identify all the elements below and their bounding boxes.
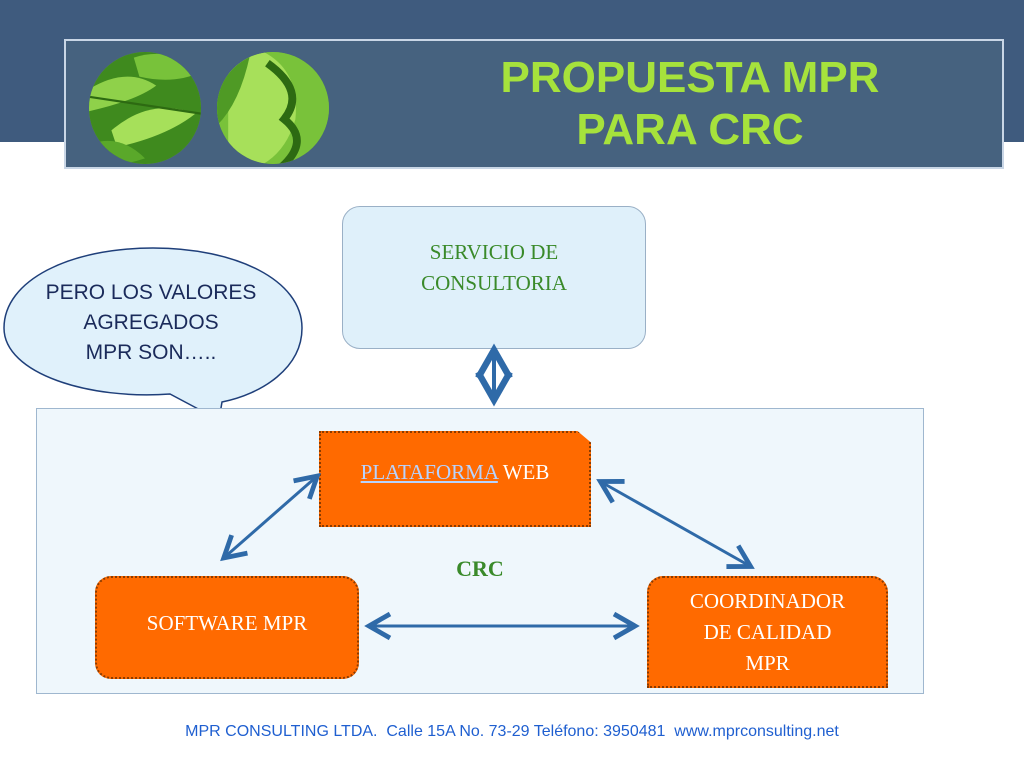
speech-bubble (3, 247, 303, 422)
leaf-image-right (217, 52, 329, 164)
quality-coordinator-node: COORDINADOR DE CALIDAD MPR (647, 576, 888, 688)
footer-contact: MPR CONSULTING LTDA. Calle 15A No. 73-29… (185, 723, 839, 740)
platform-link[interactable]: PLATAFORMA (360, 459, 498, 484)
title-line-1: PROPUESTA MPR (500, 53, 880, 102)
consulting-service-label: SERVICIO DE CONSULTORIA (421, 239, 567, 295)
green-leaf-icon (89, 52, 201, 164)
web-platform-node: PLATAFORMA WEB (319, 431, 591, 527)
callout-text: PERO LOS VALORES AGREGADOS MPR SON….. (45, 281, 257, 364)
consulting-service-node: SERVICIO DE CONSULTORIA (342, 206, 646, 349)
leaf-image-left (89, 52, 201, 164)
software-mpr-node: SOFTWARE MPR (95, 576, 359, 679)
crc-group-label: CRC (456, 556, 504, 581)
green-leaf-icon (217, 52, 329, 164)
title-line-2: PARA CRC (576, 105, 804, 154)
software-mpr-label: SOFTWARE MPR (146, 611, 308, 635)
quality-coordinator-label: COORDINADOR DE CALIDAD MPR (689, 588, 846, 675)
web-platform-label: WEB (497, 459, 550, 484)
page-title: PROPUESTA MPR PARA CRC (420, 52, 960, 156)
